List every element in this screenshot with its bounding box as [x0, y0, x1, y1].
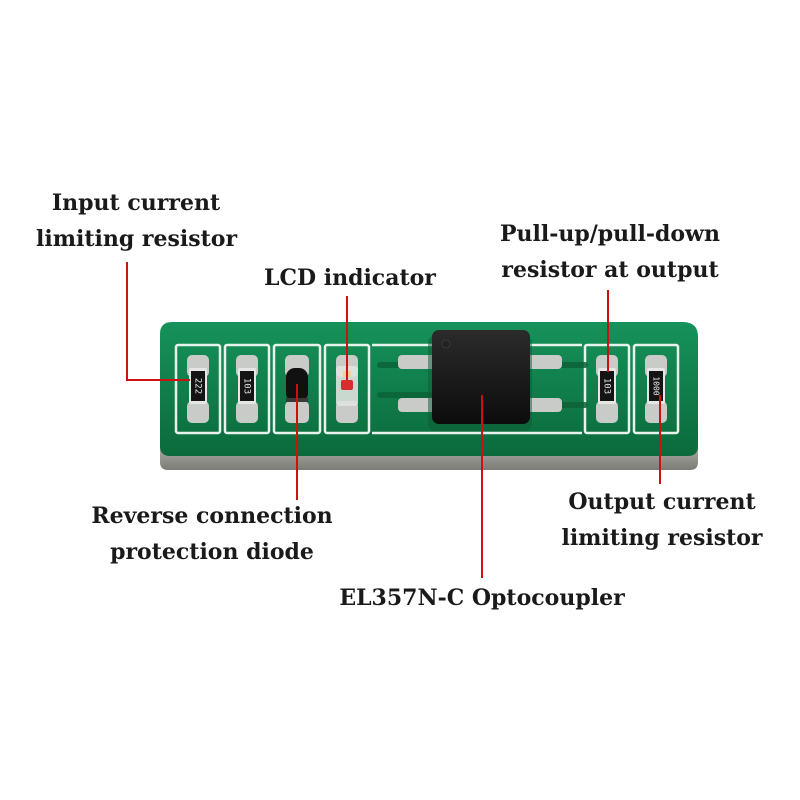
label-line: limiting resistor: [561, 525, 763, 551]
silk-box-r2: [223, 343, 271, 435]
label-line: limiting resistor: [36, 226, 238, 252]
optocoupler-chip: [398, 330, 562, 431]
led-indicator: [336, 355, 358, 423]
label-line: Reverse connection: [91, 503, 333, 529]
resistor-r3: 103: [596, 355, 618, 423]
leader-input-resistor: [126, 262, 190, 381]
label-line: resistor at output: [501, 257, 719, 283]
label-line: Pull-up/pull-down: [499, 221, 720, 247]
resistor-r1: 222: [187, 355, 209, 423]
label-line: Output current: [568, 489, 756, 515]
label-line: EL357N-C Optocoupler: [339, 585, 625, 611]
label-line: protection diode: [110, 539, 314, 565]
silk-box-r1: [174, 343, 222, 435]
resistor-r3-code: 103: [602, 378, 612, 394]
label-lcd-indicator: LCD indicator: [264, 260, 436, 296]
label-reverse-connection-protection-diode: Reverse connection protection diode: [82, 498, 342, 570]
label-pull-up-pull-down-resistor: Pull-up/pull-down resistor at output: [490, 216, 730, 288]
silk-box-r4: [632, 343, 680, 435]
silkscreen-outlines: [174, 343, 680, 435]
label-input-current-limiting-resistor: Input current limiting resistor: [36, 185, 238, 257]
resistor-r1-code: 222: [193, 378, 203, 394]
leader-lines: [126, 262, 661, 578]
label-line: LCD indicator: [264, 265, 436, 291]
resistor-r4-code: 1000: [652, 376, 661, 395]
resistor-r4: 1000: [645, 355, 667, 423]
label-optocoupler: EL357N-C Optocoupler: [332, 580, 632, 616]
label-line: Input current: [51, 190, 221, 216]
label-output-current-limiting-resistor: Output current limiting resistor: [556, 484, 768, 556]
resistor-r2: 103: [236, 355, 258, 423]
resistor-r2-code: 103: [242, 378, 252, 394]
